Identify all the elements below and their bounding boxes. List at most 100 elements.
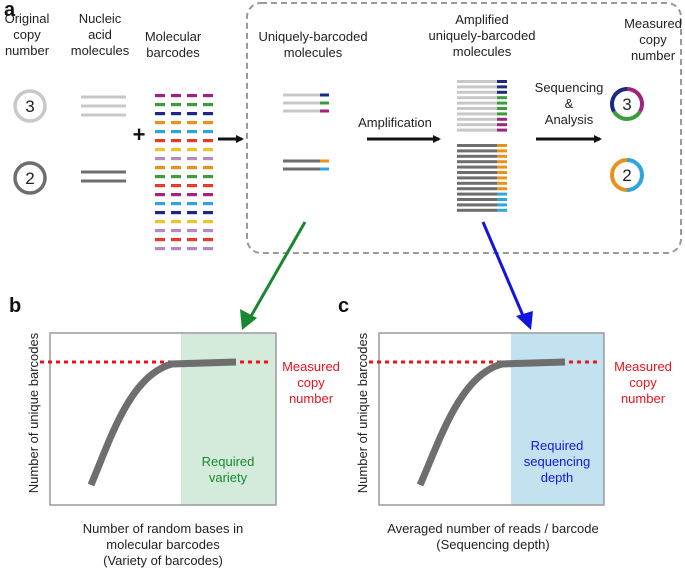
barcode-dash xyxy=(187,202,197,206)
barcode-dash xyxy=(187,238,197,242)
panel-c-plot-frame xyxy=(378,332,605,506)
barcode-dash xyxy=(187,166,197,170)
amplified-molecule-dark xyxy=(457,198,497,201)
amplified-molecule-barcode xyxy=(497,96,507,100)
amplified-molecule-dark xyxy=(457,203,497,207)
amplified-molecule-barcode xyxy=(497,107,507,110)
amplified-molecule-dark xyxy=(457,192,497,196)
header-amplified-line3: molecules xyxy=(453,44,512,59)
barcode-dash xyxy=(171,139,181,143)
barcode-dash xyxy=(203,112,213,116)
panel-c-measured-line3: number xyxy=(621,391,666,406)
barcode-dash xyxy=(187,121,197,125)
header-amplified-line1: Amplified xyxy=(455,12,508,27)
panel-c-ylabel: Number of unique barcodes xyxy=(355,332,370,493)
measured-ring-segment xyxy=(626,87,644,113)
header-original-copy-number: Original copy number xyxy=(5,11,50,58)
barcode-dash xyxy=(171,247,181,251)
barcode-dash xyxy=(203,229,213,233)
barcode-dash xyxy=(187,229,197,233)
panel-b-xlabel-line3: (Variety of barcodes) xyxy=(103,553,223,568)
header-nucleic-line1: Nucleic xyxy=(79,11,122,26)
barcode-dash xyxy=(187,103,197,107)
barcode-dash xyxy=(203,247,213,251)
barcode-dash xyxy=(155,148,165,152)
barcode-dash xyxy=(155,139,165,143)
barcode-dash xyxy=(155,211,165,215)
amplified-molecule-light xyxy=(457,90,497,94)
panel-c-measured-line1: Measured xyxy=(614,359,672,374)
barcode-dash xyxy=(203,202,213,206)
measured-copy-rings xyxy=(610,87,644,192)
barcode-dash xyxy=(187,184,197,188)
amplified-molecule-dark xyxy=(457,176,497,180)
barcode-dash xyxy=(155,202,165,206)
panel-b-measured-line1: Measured xyxy=(282,359,340,374)
original-copy-circle-2 xyxy=(13,161,47,195)
panel-c-region-line1: Required xyxy=(531,438,584,453)
measured-ring-segment xyxy=(612,110,642,121)
measured-ring-segment xyxy=(610,158,628,192)
barcode-dash xyxy=(171,229,181,233)
panel-a-letter: a xyxy=(4,0,16,21)
nucleic-acid-dark-group xyxy=(81,170,126,183)
header-nucleic-line2: acid xyxy=(88,27,112,42)
header-nucleic-acid-molecules: Nucleic acid molecules xyxy=(71,11,130,58)
barcode-dash xyxy=(203,157,213,161)
amplified-molecule-light xyxy=(457,85,497,89)
arrow-to-panel-b xyxy=(248,221,307,319)
barcode-dash xyxy=(171,103,181,107)
header-measured-line2: copy xyxy=(639,32,667,47)
amplification-label: Amplification xyxy=(358,115,432,130)
barcode-dash xyxy=(155,157,165,161)
amplified-molecule-barcode xyxy=(497,123,507,127)
barcode-dash xyxy=(171,121,181,125)
barcode-dash xyxy=(187,148,197,152)
dashed-process-box xyxy=(246,2,682,254)
barcode-dash xyxy=(155,238,165,242)
header-measured-line1: Measured xyxy=(624,16,682,31)
header-nucleic-line3: molecules xyxy=(71,43,130,58)
barcode-dash xyxy=(187,193,197,197)
barcode-dash xyxy=(187,139,197,143)
barcode-dash xyxy=(187,94,197,98)
amplified-molecule-barcode xyxy=(497,181,507,185)
amplified-molecule-barcode xyxy=(497,160,507,164)
header-amplified-molecules: Amplified uniquely-barcoded molecules xyxy=(429,12,536,59)
panel-b-region-line1: Required xyxy=(202,454,255,469)
barcode-dash xyxy=(203,175,213,179)
barcode-dash xyxy=(171,184,181,188)
barcode-dash xyxy=(155,130,165,134)
header-original-line2: copy xyxy=(13,27,41,42)
header-amplified-line2: uniquely-barcoded xyxy=(429,28,536,43)
barcode-dash xyxy=(155,184,165,188)
amplified-molecule-dark xyxy=(457,165,497,169)
molecular-barcodes-grid xyxy=(155,94,213,251)
amplified-molecule-light xyxy=(457,80,497,83)
sequencing-analysis-label: Sequencing & Analysis xyxy=(535,80,604,127)
barcode-dash xyxy=(187,112,197,116)
barcode-dash xyxy=(171,238,181,242)
barcode-dash xyxy=(171,211,181,215)
amplified-molecule-light xyxy=(457,96,497,100)
panel-c-region-line2: sequencing xyxy=(524,454,591,469)
header-original-line1: Original xyxy=(5,11,50,26)
panel-b-measured-line3: number xyxy=(289,391,334,406)
amplified-molecule-barcode xyxy=(497,85,507,89)
header-original-line3: number xyxy=(5,43,50,58)
panel-b-region-label: Required variety xyxy=(202,454,255,485)
amplified-molecule-dark xyxy=(457,187,497,191)
amplified-molecule-barcode xyxy=(497,112,507,116)
panel-c-region-label: Required sequencing depth xyxy=(524,438,591,485)
panel-c-saturation-curve xyxy=(416,358,566,487)
amplified-molecule-barcode xyxy=(497,171,507,174)
arrow-to-panel-c-head xyxy=(516,311,533,330)
amplified-molecule-dark xyxy=(457,208,497,212)
barcode-dash xyxy=(171,94,181,98)
panel-b-measured-line2: copy xyxy=(297,375,325,390)
measured-ring-segment xyxy=(610,87,628,113)
amplified-molecule-barcode xyxy=(497,176,507,180)
barcode-dash xyxy=(155,175,165,179)
sequencing-line1: Sequencing xyxy=(535,80,604,95)
barcode-dash xyxy=(203,193,213,197)
